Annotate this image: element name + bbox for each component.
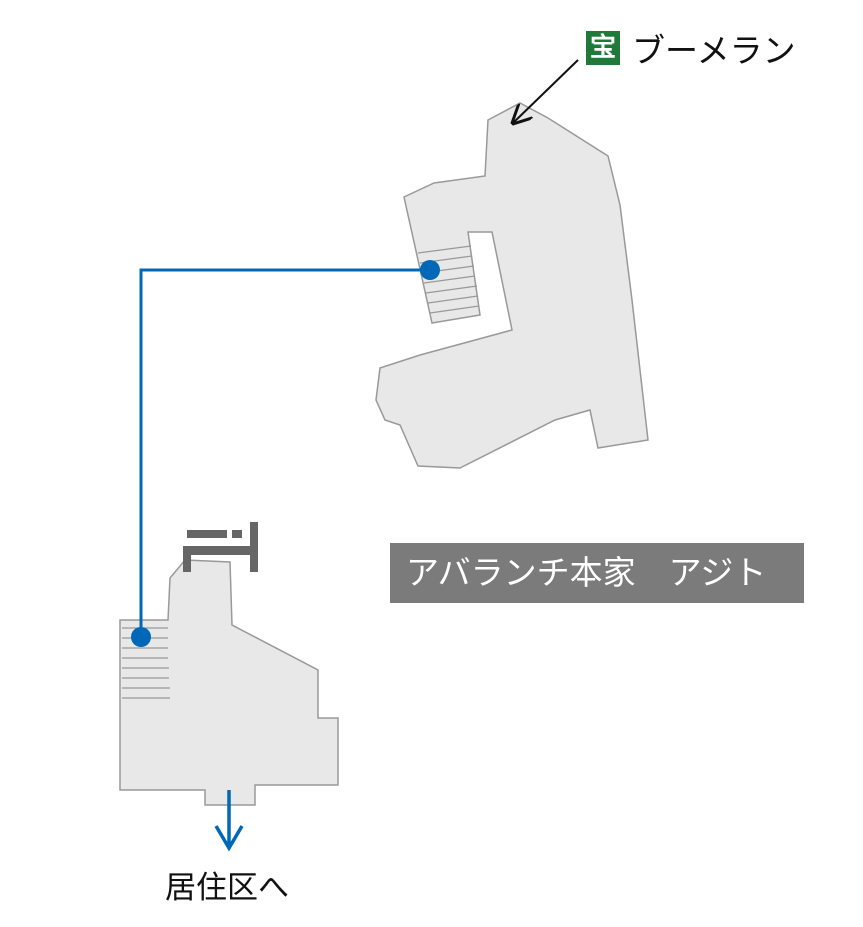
exit-label[interactable]: 居住区へ [165, 870, 289, 906]
treasure-pointer-arrow [513, 59, 579, 123]
lower-room-floor [119, 559, 339, 806]
route-end-marker[interactable] [131, 627, 151, 647]
location-title: アバランチ本家 アジト [390, 543, 804, 603]
treasure-label[interactable]: 宝 ブーメラン [586, 26, 796, 70]
exit-arrow-icon [214, 790, 244, 852]
route-line [139, 268, 430, 637]
treasure-name: ブーメラン [632, 31, 796, 70]
treasure-icon: 宝 [586, 31, 620, 65]
route-start-marker[interactable] [420, 260, 440, 280]
upper-room-floor [375, 102, 649, 469]
bed-icon [183, 522, 258, 572]
